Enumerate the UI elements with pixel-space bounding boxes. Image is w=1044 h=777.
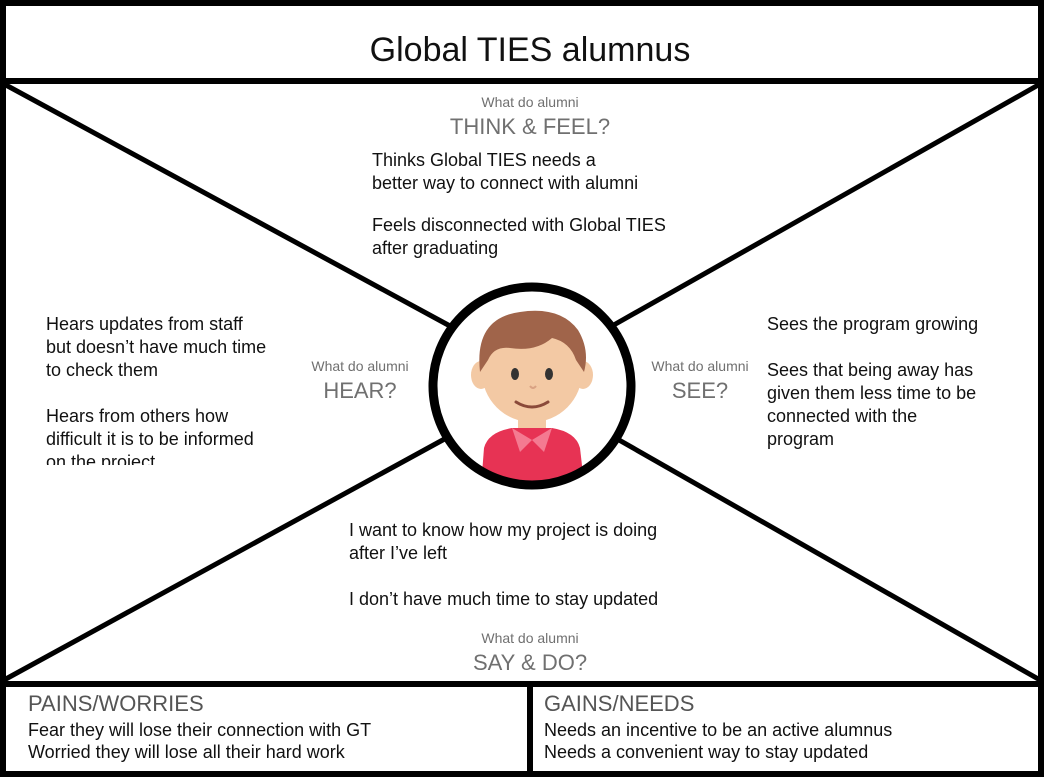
gains-item-2: Needs a convenient way to stay updated: [544, 742, 869, 762]
hear-prompt: What do alumni: [311, 358, 409, 374]
think-feel-prompt: What do alumni: [481, 94, 579, 110]
page-title: Global TIES alumnus: [369, 31, 691, 69]
see-prompt: What do alumni: [651, 358, 749, 374]
see-line-1: Sees the program growing: [767, 314, 979, 334]
say-do-line-2: I don’t have much time to stay updated: [349, 589, 659, 609]
gains-heading: GAINS/NEEDS: [544, 691, 695, 716]
say-do-heading: SAY & DO?: [472, 650, 588, 675]
think-feel-line-2: Feels disconnected with Global TIES afte…: [372, 215, 666, 258]
diagonal-top-left: [2, 81, 452, 329]
think-feel-line-1: Thinks Global TIES needs a better way to…: [372, 150, 639, 193]
diagonal-bottom-right: [610, 433, 1042, 683]
hear-line-2: Hears from others how difficult it is to…: [46, 406, 254, 465]
think-feel-heading: THINK & FEEL?: [449, 114, 611, 139]
gains-item-1: Needs an incentive to be an active alumn…: [544, 720, 893, 740]
boy-avatar-icon: [471, 310, 593, 485]
say-do-prompt: What do alumni: [481, 630, 579, 646]
see-line-2: Sees that being away has given them less…: [767, 360, 977, 449]
pains-item-2: Worried they will lose all their hard wo…: [28, 742, 345, 762]
pains-item-1: Fear they will lose their connection wit…: [28, 720, 372, 740]
hear-heading: HEAR?: [323, 378, 397, 403]
persona-avatar: [428, 282, 636, 490]
see-heading: SEE?: [671, 378, 729, 403]
pains-heading: PAINS/WORRIES: [28, 691, 204, 716]
hear-text-area: Hears updates from staff but doesn’t hav…: [46, 313, 326, 465]
diagonal-bottom-left: [2, 433, 452, 683]
diagonal-top-right: [610, 81, 1042, 329]
say-do-line-1: I want to know how my project is doing a…: [349, 520, 658, 563]
hear-line-1: Hears updates from staff but doesn’t hav…: [46, 314, 267, 380]
